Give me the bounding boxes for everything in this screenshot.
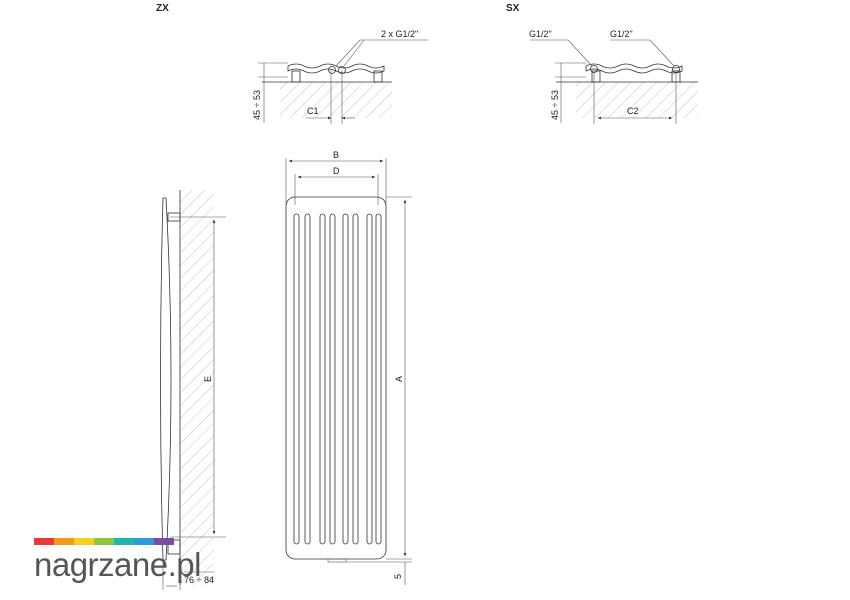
side-distance-label: 76 ÷ 84 <box>184 575 214 585</box>
logo-color-bar <box>154 538 174 545</box>
zx-depth-label: 45 ÷ 53 <box>252 90 262 120</box>
front-overall-width-label: B <box>333 150 339 160</box>
sx-right-connection-label: G1/2" <box>610 29 633 39</box>
front-slot <box>329 213 336 545</box>
zx-connection-1-icon <box>328 66 336 74</box>
logo-color-bar <box>134 538 154 545</box>
front-slot <box>293 213 300 545</box>
zx-offset-label: C1 <box>307 106 319 116</box>
front-slot <box>352 213 359 545</box>
sx-spacing-label: C2 <box>627 106 639 116</box>
front-inner-width-label: D <box>333 166 340 176</box>
sx-left-connection-label: G1/2" <box>529 29 552 39</box>
sx-view: SX G1/2" G1/2" 45 ÷ 53 C2 <box>506 3 698 124</box>
front-slot <box>319 213 326 545</box>
front-slot <box>366 213 373 545</box>
sx-wall-hatch <box>576 82 698 118</box>
zx-title: ZX <box>156 3 169 14</box>
sx-connection-right-icon <box>672 65 680 73</box>
logo-color-bar <box>114 538 134 545</box>
sx-title: SX <box>506 3 520 14</box>
zx-bracket-left <box>291 70 301 83</box>
zx-wall-hatch <box>280 82 392 118</box>
logo-color-bar <box>94 538 114 545</box>
side-bracket-bottom <box>167 539 181 555</box>
front-slot <box>375 213 382 545</box>
zx-panel-profile <box>287 63 385 74</box>
front-slot <box>304 213 311 545</box>
front-radiator-body <box>285 196 387 560</box>
front-view: B D A 5 <box>285 150 412 585</box>
logo-color-bar <box>74 538 94 545</box>
zx-leader <box>335 39 428 67</box>
front-height-label: A <box>394 376 404 382</box>
front-bottom-connection <box>327 558 347 563</box>
zx-connection-label: 2 x G1/2" <box>381 29 418 39</box>
zx-view: ZX 2 x G1/2" 45 ÷ 53 C1 <box>156 3 428 124</box>
side-axis-label: E <box>203 376 213 382</box>
zx-bracket-right <box>373 70 383 83</box>
logo-color-bar <box>54 538 74 545</box>
sx-panel-profile <box>585 63 683 74</box>
side-radiator-profile <box>160 197 172 561</box>
side-view: E 76 ÷ 84 <box>160 190 226 590</box>
logo-color-bar <box>34 538 54 545</box>
sx-bracket-left <box>591 70 601 83</box>
front-bottom-offset-label: 5 <box>393 574 403 579</box>
logo-text: nagrzane.pl <box>34 546 201 583</box>
sx-depth-label: 45 ÷ 53 <box>550 90 560 120</box>
front-slot <box>342 213 349 545</box>
side-wall-hatch <box>180 190 214 585</box>
